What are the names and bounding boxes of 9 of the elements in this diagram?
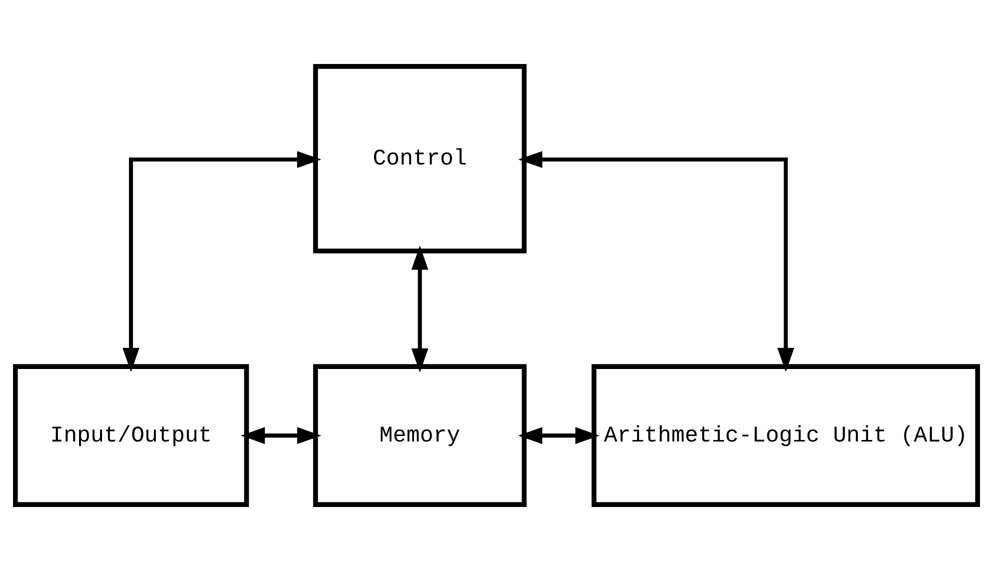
- arrow: [122, 150, 322, 372]
- node-box: Memory: [313, 364, 527, 506]
- arrow: [518, 426, 600, 444]
- node-box: Arithmetic-Logic Unit (ALU): [592, 364, 980, 506]
- node-box: Control: [313, 64, 527, 253]
- node-box: Input/Output: [13, 364, 249, 506]
- arrow: [411, 245, 428, 372]
- arrow: [240, 426, 322, 444]
- arrow: [518, 150, 794, 372]
